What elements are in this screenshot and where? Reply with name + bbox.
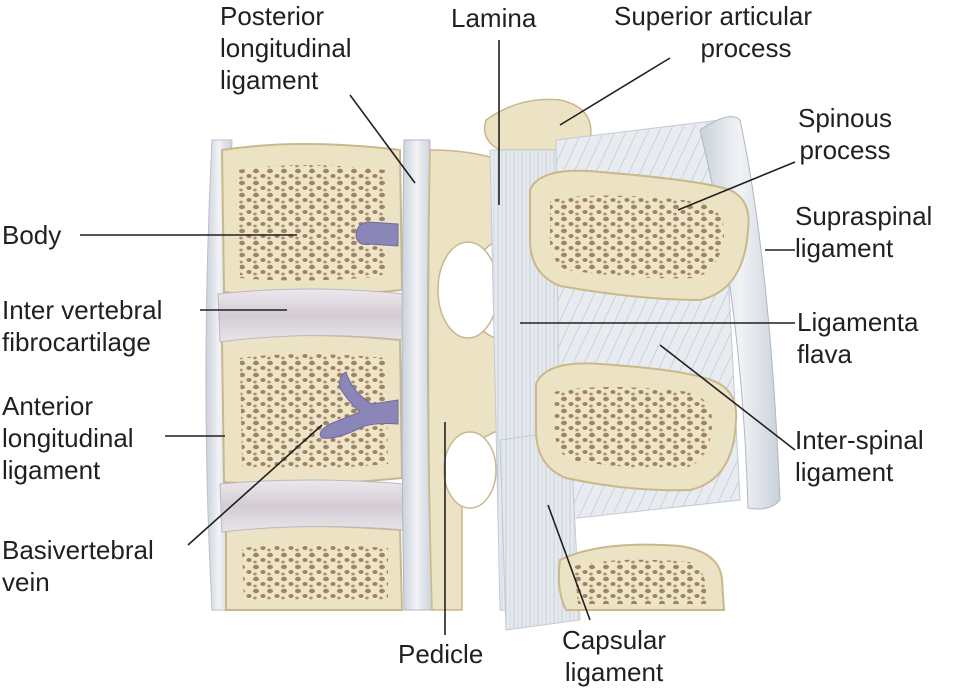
label-posterior-longitudinal-ligament: Posterior longitudinal ligament: [220, 1, 352, 95]
leader-interspinal: [659, 344, 796, 451]
label-body: Body: [2, 220, 62, 250]
label-supraspinal-ligament: Supraspinal ligament: [795, 201, 933, 263]
label-basivertebral-vein: Basivertebral vein: [2, 535, 154, 597]
label-lamina: Lamina: [451, 3, 537, 33]
pedicle-column: [427, 149, 501, 611]
leader-spinous: [677, 161, 796, 211]
disc-upper: [217, 288, 405, 343]
label-pedicle: Pedicle: [398, 639, 484, 669]
leader-posterior: [349, 94, 416, 184]
label-inter-spinal-ligament: Inter-spinal ligament: [795, 425, 924, 487]
foramen-upper: [437, 241, 499, 339]
leader-superior: [559, 57, 671, 126]
label-inter-vertebral-fibrocartilage: Inter vertebral fibrocartilage: [2, 295, 163, 357]
label-capsular-ligament: Capsular ligament: [562, 625, 667, 687]
superior-articular-shape: [483, 98, 592, 151]
disc-lower: [219, 479, 405, 533]
label-anterior-longitudinal-ligament: Anterior longitudinal ligament: [2, 391, 134, 485]
vein-upper: [355, 221, 399, 247]
spinous-process-lower: [535, 362, 738, 492]
vertebral-body-lower: [225, 525, 404, 611]
label-spinous-process: Spinous process: [798, 103, 892, 165]
posterior-ligament-shape: [401, 139, 433, 611]
spinous-process-upper: [529, 169, 750, 302]
leader-basivertebral: [187, 424, 323, 546]
vertebral-body-middle: [220, 334, 404, 486]
foramen-lower: [443, 431, 497, 509]
leader-lines: [80, 40, 796, 635]
leader-capsular: [547, 504, 591, 621]
label-ligamenta-flava: Ligamenta flava: [797, 307, 919, 369]
spinous-process-bottom: [557, 543, 726, 611]
vertebral-body-upper: [220, 143, 404, 297]
vein-middle: [319, 371, 399, 439]
label-superior-articular-process: Superior articular process: [614, 1, 812, 63]
